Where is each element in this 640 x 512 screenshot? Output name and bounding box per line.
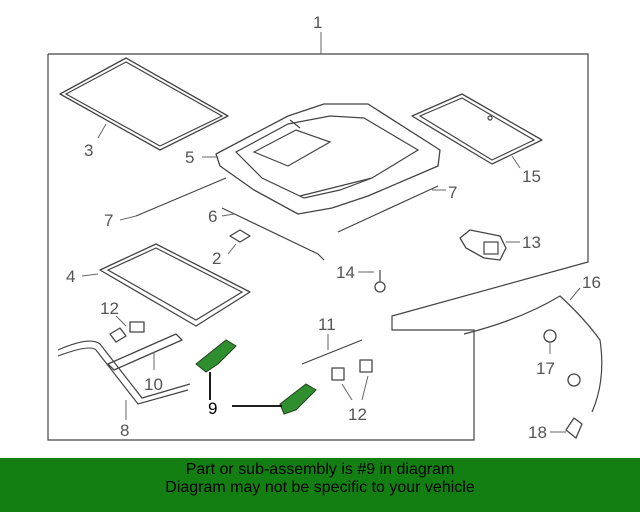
part-12-clips-right bbox=[331, 359, 373, 401]
part-12-clip-left bbox=[109, 321, 145, 343]
info-banner: Part or sub-assembly is #9 in diagram Di… bbox=[0, 458, 640, 512]
part-9-guides bbox=[195, 339, 317, 415]
callout-12-right: 12 bbox=[348, 405, 367, 424]
part-11-cable bbox=[301, 339, 363, 365]
part-6-strip bbox=[221, 207, 325, 261]
callout-12-left: 12 bbox=[100, 299, 119, 318]
leader-12-left bbox=[115, 315, 127, 327]
callout-17: 17 bbox=[536, 359, 555, 378]
leader-6 bbox=[221, 213, 235, 217]
leader-4 bbox=[81, 273, 99, 277]
callout-7-right: 7 bbox=[448, 183, 457, 202]
part-13-motor bbox=[459, 229, 507, 261]
callout-2: 2 bbox=[212, 249, 221, 268]
callout-9: 9 bbox=[208, 399, 217, 418]
leader-16 bbox=[569, 287, 581, 301]
callout-15: 15 bbox=[522, 167, 541, 186]
callout-14: 14 bbox=[336, 263, 355, 282]
leader-3 bbox=[97, 123, 107, 139]
callout-3: 3 bbox=[84, 141, 93, 160]
callout-4: 4 bbox=[66, 267, 75, 286]
part-8-deflector-edge bbox=[57, 347, 189, 405]
part-17-grommets bbox=[543, 329, 581, 387]
part-15-sunshade bbox=[411, 93, 543, 165]
part-5-frame bbox=[215, 103, 441, 215]
part-8-deflector bbox=[57, 340, 191, 399]
callout-8: 8 bbox=[120, 421, 129, 440]
callout-1: 1 bbox=[313, 13, 322, 32]
banner-line-2: Diagram may not be specific to your vehi… bbox=[165, 479, 475, 496]
leader-2 bbox=[227, 243, 237, 255]
part-7-left-rail bbox=[135, 177, 227, 217]
callout-5: 5 bbox=[185, 148, 194, 167]
part-3-glass bbox=[59, 57, 229, 151]
callout-6: 6 bbox=[208, 207, 217, 226]
part-2-clip bbox=[229, 229, 251, 243]
callout-10: 10 bbox=[144, 375, 163, 394]
callout-11: 11 bbox=[318, 315, 336, 334]
part-7-right-rail bbox=[337, 185, 439, 233]
parts-diagram: 1 3 5 15 7 7 6 2 13 bbox=[47, 13, 603, 442]
banner-line-1: Part or sub-assembly is #9 in diagram bbox=[185, 461, 455, 478]
part-18-plug bbox=[565, 417, 583, 439]
part-10-bracket bbox=[107, 333, 183, 371]
part-4-seal bbox=[99, 243, 251, 327]
part-16-hose bbox=[463, 295, 603, 413]
assembly-frame bbox=[47, 32, 589, 441]
part-14-bolt bbox=[374, 270, 386, 293]
callout-13: 13 bbox=[522, 233, 541, 252]
callout-18: 18 bbox=[528, 423, 547, 442]
leader-7-left bbox=[119, 215, 137, 221]
leader-15 bbox=[511, 155, 521, 169]
callout-16: 16 bbox=[582, 273, 601, 292]
callout-7-left: 7 bbox=[104, 211, 113, 230]
